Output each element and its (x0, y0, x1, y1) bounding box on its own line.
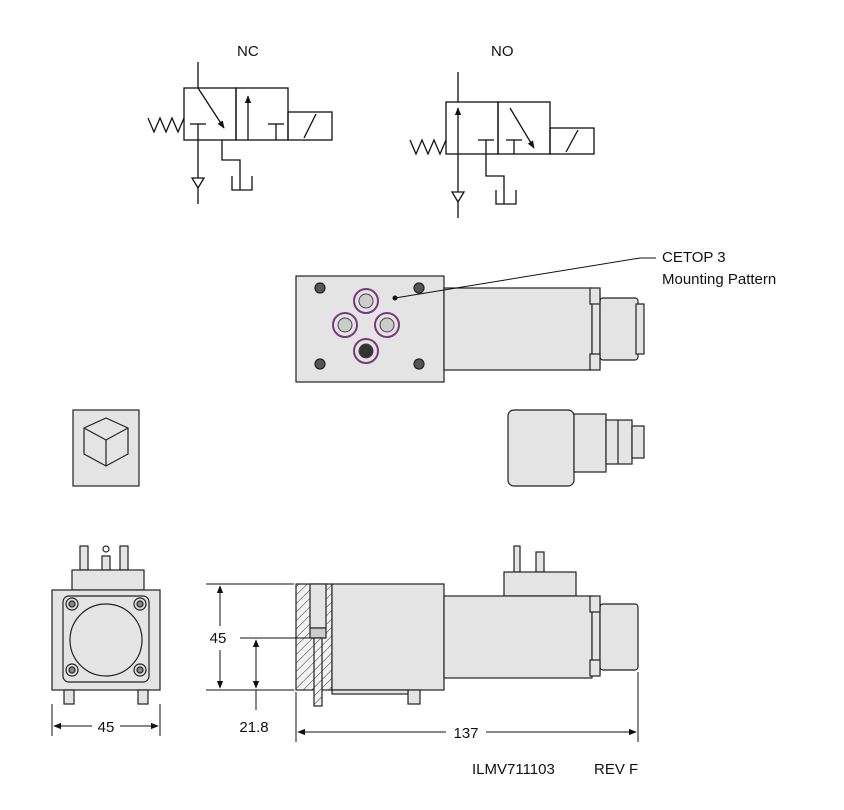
end-view-left (72, 409, 140, 487)
dim-port-height (240, 637, 314, 710)
nc-valve-symbol: NC (147, 43, 333, 204)
front-view (51, 545, 161, 705)
side-view (295, 545, 639, 707)
top-view (295, 275, 645, 383)
cetop3-ports (332, 288, 400, 364)
dim-height-side (206, 583, 294, 691)
drawing-number: ILMV711103 (472, 761, 555, 778)
callout-line2: Mounting Pattern (662, 271, 776, 288)
spring-icon (147, 116, 185, 134)
dim-port-height-label: 21.8 (239, 719, 268, 736)
dim-width-front (51, 704, 161, 736)
callout-leader (394, 257, 656, 299)
coil-face (69, 603, 143, 677)
dim-width-front-label: 45 (98, 719, 115, 736)
bolt-hole (314, 282, 326, 294)
no-valve-symbol: NO (409, 43, 595, 218)
no-label: NO (491, 43, 514, 60)
dim-overall-length-label: 137 (453, 725, 478, 742)
bolt-hole (314, 358, 326, 370)
nc-label: NC (237, 43, 259, 60)
spring-icon (409, 138, 447, 156)
dim-overall-length (295, 672, 639, 742)
drawing-revision: REV F (594, 761, 638, 778)
bolt-hole (413, 282, 425, 294)
bolt-hole (413, 358, 425, 370)
dim-height-side-label: 45 (210, 630, 227, 647)
tube-body (443, 287, 593, 371)
callout-line1: CETOP 3 (662, 249, 726, 266)
end-view-right (507, 409, 645, 487)
